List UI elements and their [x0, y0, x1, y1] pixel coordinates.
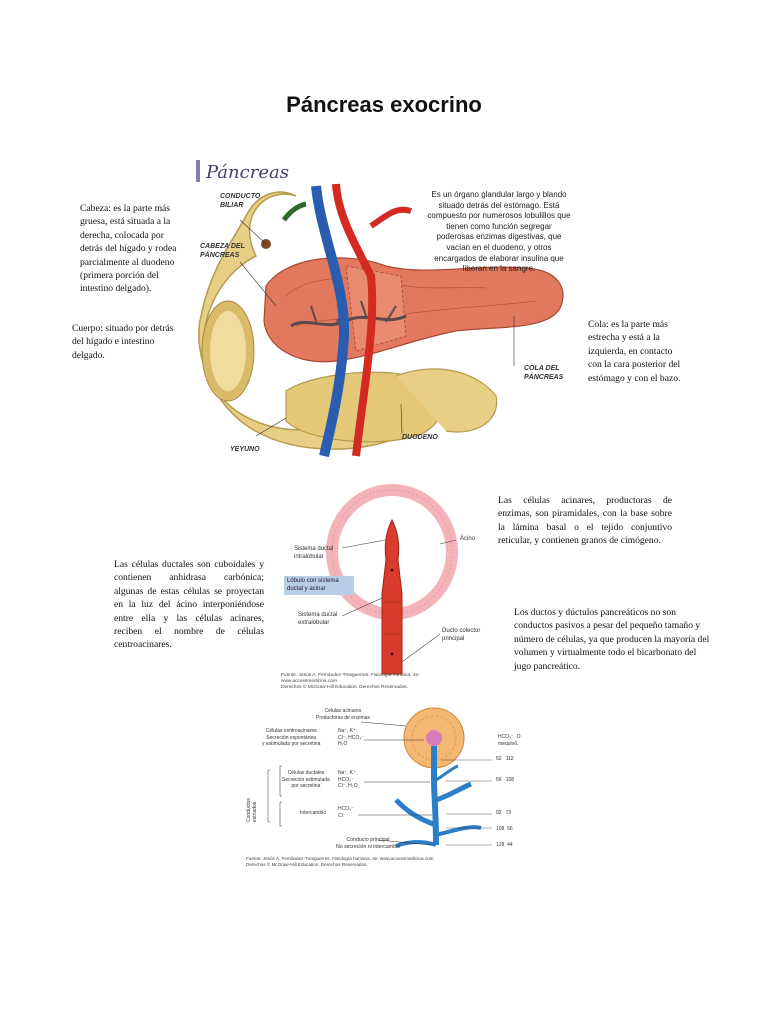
table-row: 56 108	[496, 777, 515, 783]
secretion-illustration	[267, 707, 492, 848]
table-row: 52 112	[496, 756, 514, 762]
table-row: 108 56	[496, 826, 513, 832]
figure1-heading: Páncreas	[205, 162, 289, 183]
label-yeyuno: YEYUNO	[230, 446, 260, 453]
ions-intercambio: HCO₃⁻Cl⁻	[338, 806, 354, 819]
pancreas-illustration: Páncreas	[196, 156, 576, 460]
ions-ductales: Na⁺, K⁺HCO₃⁻Cl⁻, H₂O	[338, 770, 358, 789]
note-ductos: Los ductos y dúctulos pancreáticos no so…	[514, 607, 710, 672]
figure3-source: Fuente: Jesús A. Fernández-Tresguerres: …	[246, 856, 434, 867]
note-ductales: Las células ductales son cuboidales y co…	[114, 559, 264, 651]
label-conductos-estriados: Conductos estriados	[246, 798, 258, 822]
table-row: 128 44	[496, 842, 513, 848]
ions-centroacinares: Na⁺, K⁺Cl⁻, HCO₃⁻H₂O	[338, 728, 364, 747]
note-acinares: Las células acinares, productoras de enz…	[498, 495, 672, 547]
figure2-source: Fuente: Jesús A. Fernández-Tresguerres: …	[281, 673, 420, 690]
table-row: 92 73	[496, 810, 512, 816]
label-duodeno: DUODENO	[402, 434, 438, 441]
label-acino: Ácino	[460, 536, 476, 542]
label-intercambio: Intercambio	[300, 810, 327, 816]
duct-illustration	[326, 484, 458, 675]
page-title: Páncreas exocrino	[286, 92, 482, 117]
